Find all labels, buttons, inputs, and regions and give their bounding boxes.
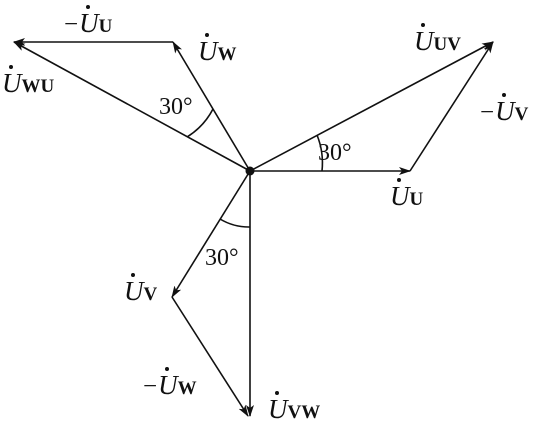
- label-uv: UV: [124, 273, 157, 305]
- angle-label-lower: 30°: [205, 245, 239, 271]
- phasor-uw: [172, 41, 251, 172]
- phasor-neg-uv: [409, 41, 494, 172]
- label-uw: UW: [198, 33, 237, 65]
- origin-point: [245, 166, 255, 176]
- angle-label-upper-right: 30°: [318, 140, 352, 166]
- label-neg-uw: −UW: [143, 367, 197, 399]
- phasor-uwu: [13, 41, 251, 172]
- angle-arc-upper-right: [316, 134, 324, 172]
- label-neg-uv: −UV: [480, 93, 528, 125]
- phasor-uv: [171, 170, 251, 298]
- label-uvw: UVW: [268, 391, 320, 423]
- label-uuv: UUV: [414, 23, 461, 55]
- phasor-uuv: [249, 41, 494, 172]
- angle-label-upper-left: 30°: [159, 94, 193, 120]
- label-uu: UU: [390, 178, 423, 210]
- label-neg-uu: −UU: [64, 5, 112, 37]
- angle-arc-lower: [219, 218, 251, 228]
- phasor-neg-uw: [171, 296, 249, 417]
- angle-arc-upper-left: [186, 108, 214, 138]
- label-uwu: UWU: [2, 65, 54, 97]
